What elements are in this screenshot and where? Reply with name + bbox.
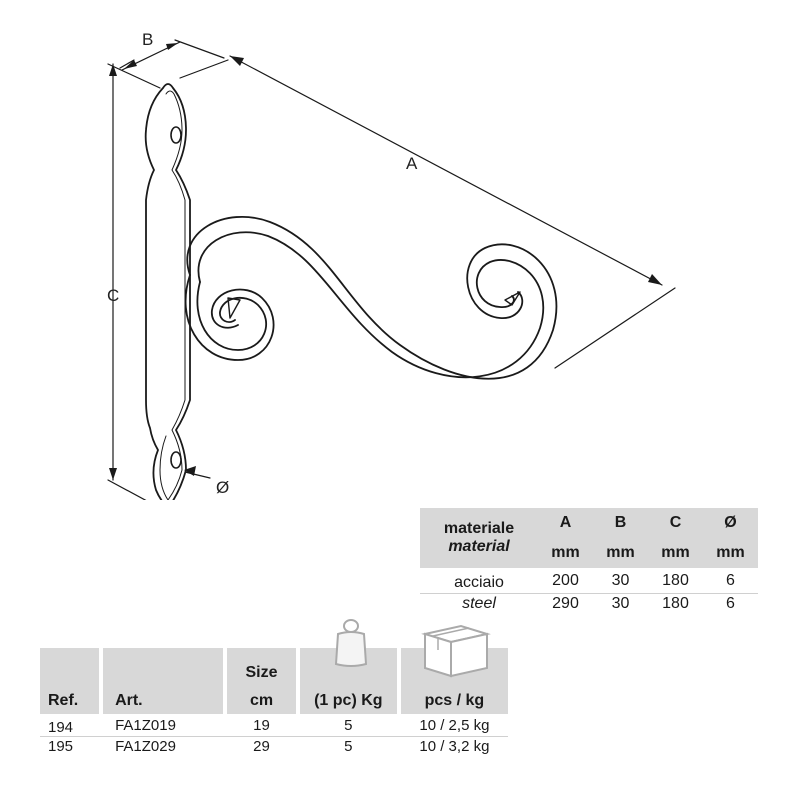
col-diameter-header: Ø <box>703 508 758 538</box>
col-c-header: C <box>648 508 703 538</box>
material-name-en: steel <box>462 595 496 612</box>
material-header: materiale material <box>420 508 538 568</box>
dimension-label-b: B <box>142 30 154 49</box>
materials-header-row-2: mm mm mm mm <box>420 538 758 568</box>
size-header: Size cm <box>227 648 296 714</box>
material-header-en: material <box>448 538 510 555</box>
row1-art: FA1Z019 <box>103 714 224 737</box>
col-a-header: A <box>538 508 593 538</box>
ref-header: Ref. <box>40 648 100 714</box>
materials-row-2: steel 290 30 180 6 <box>420 594 758 615</box>
weight-icon <box>334 619 367 667</box>
material-name: acciaio <box>420 568 538 594</box>
row2-b: 30 <box>611 595 630 612</box>
row2-art: FA1Z029 <box>115 737 176 755</box>
row2-diameter: 6 <box>726 595 735 612</box>
dimension-label-diameter: Ø <box>216 478 230 497</box>
dimension-lines <box>107 39 676 500</box>
row2-size: 29 <box>253 737 270 755</box>
wall-plate <box>144 83 191 500</box>
col-diameter-unit: mm <box>703 538 758 568</box>
product-row: 195 FA1Z029 29 5 10 / 3,2 kg <box>40 736 508 755</box>
col-b-unit: mm <box>593 538 648 568</box>
row2-ref: 195 <box>48 737 74 755</box>
row1-a: 200 <box>538 568 593 594</box>
row2-weight: 5 <box>344 737 353 755</box>
size-header-unit: cm <box>249 692 274 709</box>
row2-a: 290 <box>552 595 579 612</box>
row1-pack: 10 / 2,5 kg <box>400 714 508 737</box>
materials-row-1: acciaio 200 30 180 6 <box>420 568 758 594</box>
row1-c: 180 <box>648 568 703 594</box>
product-header-row: Ref. Art. Size cm (1 pc) Kg pcs / kg <box>40 619 508 714</box>
scroll-arm <box>184 216 558 380</box>
dimension-label-a: A <box>406 154 418 173</box>
row1-b: 30 <box>593 568 648 594</box>
top-mounting-hole <box>170 126 182 144</box>
size-header-label: Size <box>245 664 278 681</box>
col-c-unit: mm <box>648 538 703 568</box>
box-icon <box>420 624 491 678</box>
row1-size: 19 <box>227 714 296 737</box>
product-table: Ref. Art. Size cm (1 pc) Kg pcs / kg <box>40 619 508 755</box>
col-b-header: B <box>593 508 648 538</box>
dimension-label-c: C <box>107 286 120 305</box>
row1-diameter: 6 <box>703 568 758 594</box>
weight-header-label: (1 pc) Kg <box>314 692 383 709</box>
materials-header-row-1: materiale material A B C Ø <box>420 508 758 568</box>
row2-c: 180 <box>662 595 689 612</box>
col-a-unit: mm <box>538 538 593 568</box>
weight-header: (1 pc) Kg <box>299 619 397 714</box>
dimension-arrows <box>109 43 662 480</box>
bracket-diagram <box>107 39 676 500</box>
product-row: 194 FA1Z019 19 5 10 / 2,5 kg <box>40 714 508 737</box>
row2-pack: 10 / 3,2 kg <box>419 737 490 755</box>
material-header-it: materiale <box>443 520 515 537</box>
pack-header-label: pcs / kg <box>424 692 485 709</box>
bottom-mounting-hole <box>170 451 182 469</box>
materials-table: materiale material A B C Ø mm mm mm mm a… <box>420 508 758 614</box>
row1-ref: 194 <box>40 714 100 737</box>
art-header: Art. <box>103 648 224 714</box>
pack-header: pcs / kg <box>400 624 508 714</box>
row1-weight: 5 <box>299 714 397 737</box>
